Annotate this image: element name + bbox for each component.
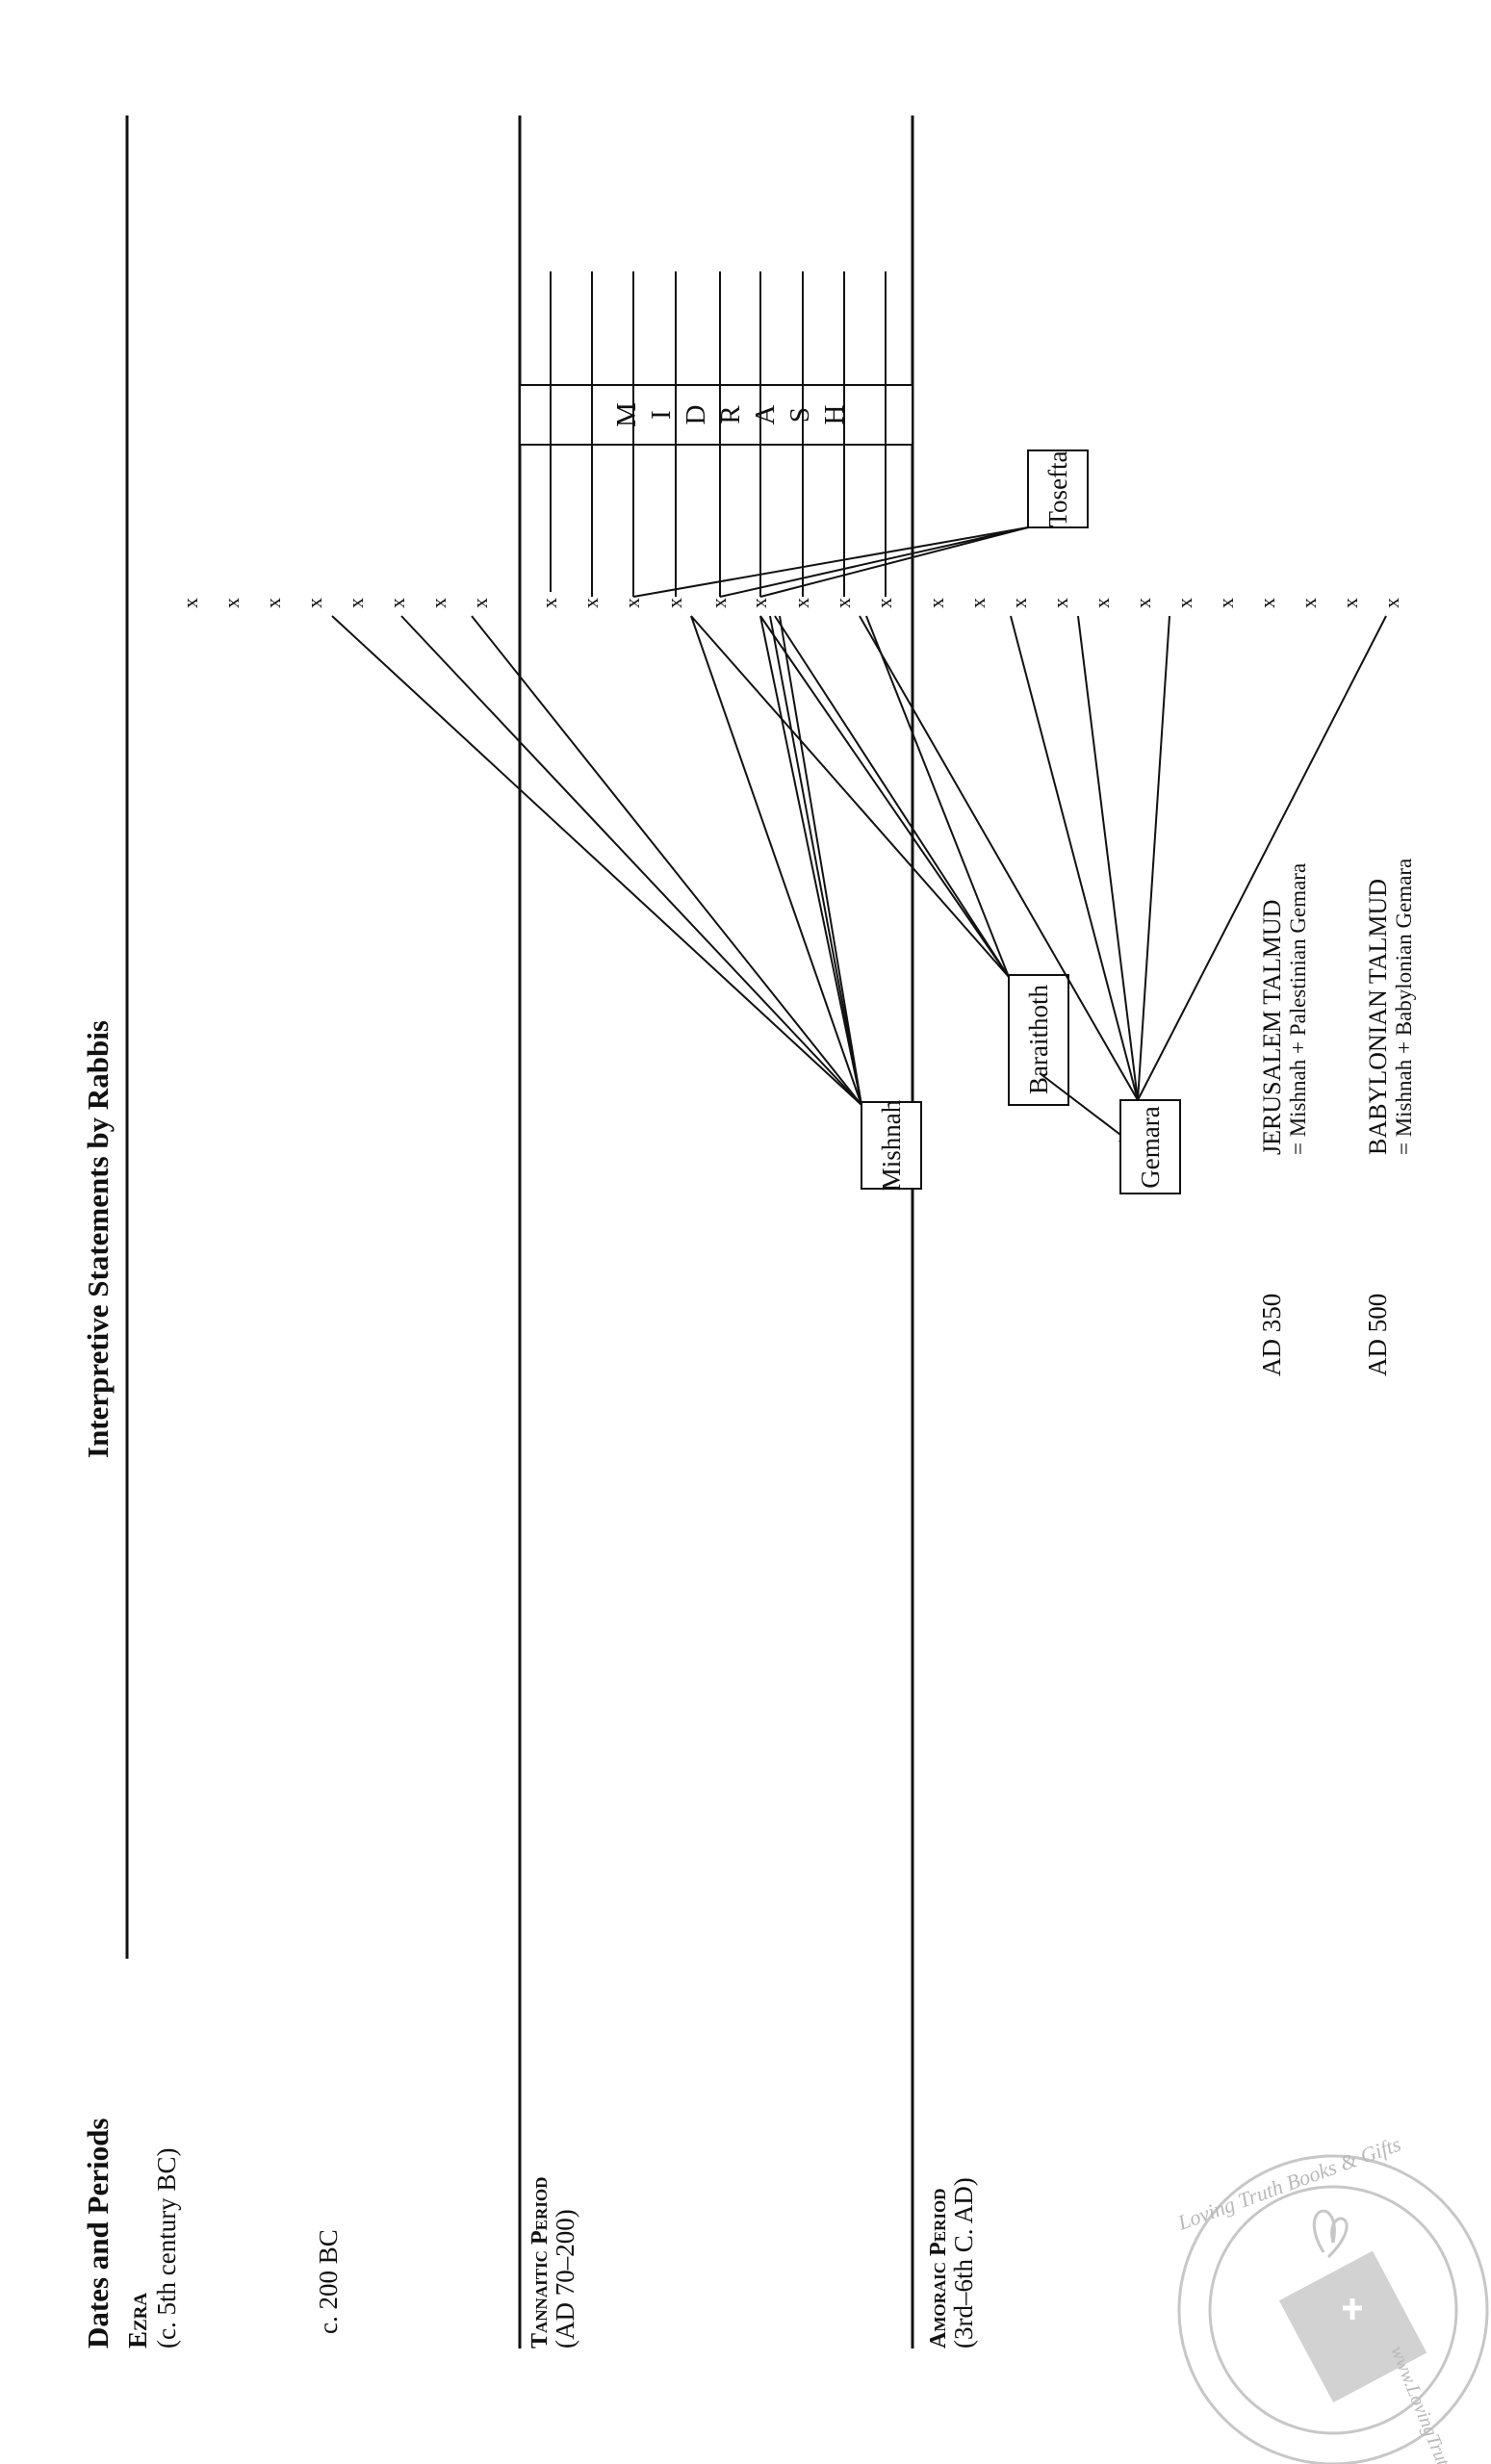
- marker: x: [302, 598, 326, 608]
- tosefta-box: [1027, 449, 1089, 528]
- watermark-text: Loving Truth Books & Gifts: [1173, 2132, 1403, 2235]
- marker: x: [620, 598, 644, 608]
- marker: x: [789, 598, 813, 608]
- tosefta-line-2: [719, 526, 1029, 598]
- watermark-ring-inner: [1208, 2185, 1458, 2435]
- marker: x: [747, 598, 771, 608]
- mishnah-links: [331, 615, 862, 1106]
- ezra-date: (c. 5th century BC): [152, 2148, 181, 2348]
- midrash-letter-s: S: [784, 407, 815, 423]
- jerusalem-talmud-formula: = Mishnah + Palestinian Gemara: [1286, 863, 1310, 1155]
- marker: x: [707, 598, 731, 608]
- tosefta-line-3: [759, 526, 1029, 598]
- babylonian-talmud-title: BABYLONIAN TALMUD: [1364, 879, 1392, 1155]
- marker: x: [537, 598, 561, 608]
- marker: x: [662, 598, 686, 608]
- baraithoth-label: Baraithoth: [1024, 985, 1053, 1094]
- midrash-box: [519, 384, 913, 446]
- tannaitic-label: Tannaitic Period: [527, 2177, 553, 2348]
- babylonian-talmud-formula: = Mishnah + Babylonian Gemara: [1392, 859, 1416, 1155]
- tannaitic-date: (AD 70–200): [551, 2209, 579, 2348]
- midrash-letter-a: A: [750, 404, 781, 424]
- gemara-box: [1119, 1099, 1181, 1194]
- gift-bag-icon: [1278, 2250, 1427, 2403]
- gemara-label: Gemara: [1136, 1106, 1165, 1188]
- marker: x: [1297, 598, 1321, 608]
- marker: x: [831, 598, 855, 608]
- marker: x: [872, 598, 896, 608]
- ad350-label: AD 350: [1257, 1294, 1286, 1376]
- marker: x: [1007, 598, 1031, 608]
- midrash-letter-d: D: [681, 405, 711, 425]
- ezra-markers: x x x x x x x x: [178, 598, 492, 608]
- marker: x: [1338, 598, 1362, 608]
- amoraic-label: Amoraic Period: [926, 2189, 951, 2348]
- ezra-label: Ezra: [123, 2293, 152, 2348]
- marker: x: [344, 598, 368, 608]
- marker: x: [1131, 598, 1155, 608]
- gemara-links: [859, 615, 1387, 1101]
- dates-and-periods-heading: Dates and Periods: [81, 2118, 115, 2348]
- mishnah-label: Mishnah: [877, 1099, 906, 1191]
- tosefta-label: Tosefta: [1043, 450, 1072, 526]
- tosefta-line-1: [632, 526, 1029, 598]
- marker: x: [1214, 598, 1238, 608]
- baraithoth-links: [690, 615, 1010, 978]
- baraithoth-to-gemara-arrow: [1039, 1072, 1129, 1142]
- midrash-letter-r: R: [715, 405, 746, 424]
- ad500-label: AD 500: [1363, 1294, 1392, 1376]
- marker: x: [1048, 598, 1072, 608]
- midrash-letter-i: I: [646, 410, 677, 420]
- midrash-letter-h: H: [819, 404, 850, 424]
- marker: x: [178, 598, 202, 608]
- tannaitic-markers: x x x x x x x x x: [537, 598, 896, 608]
- gift-bow-icon: [1312, 2209, 1349, 2259]
- marker: x: [924, 598, 948, 608]
- midrash-links: [550, 271, 887, 597]
- c200bc-label: c. 200 BC: [314, 2229, 343, 2334]
- marker: x: [385, 598, 409, 608]
- marker: x: [426, 598, 450, 608]
- interpretive-statements-heading: Interpretive Statements by Rabbis: [81, 1020, 115, 1458]
- midrash-letters: M I D R A S H: [611, 402, 850, 427]
- amoraic-date: (3rd–6th C. AD): [949, 2177, 978, 2348]
- marker: x: [1255, 598, 1279, 608]
- midrash-letter-m: M: [611, 402, 642, 427]
- marker: x: [219, 598, 244, 608]
- baraithoth-box: [1008, 974, 1069, 1106]
- marker: x: [578, 598, 603, 608]
- watermark-url: www.LovingTruthBooks.com: [1386, 2343, 1488, 2464]
- watermark-ring-outer: [1177, 2154, 1489, 2464]
- marker: x: [468, 598, 492, 608]
- marker: x: [1379, 598, 1403, 608]
- jerusalem-talmud-title: JERUSALEM TALMUD: [1258, 900, 1286, 1155]
- marker: x: [965, 598, 990, 608]
- cross-icon: [1343, 2298, 1362, 2320]
- watermark-logo: Loving Truth Books & Gifts www.LovingTru…: [1173, 2132, 1489, 2464]
- mishnah-box: [861, 1101, 922, 1190]
- marker: x: [1172, 598, 1196, 608]
- amoraic-markers: x x x x x x x x x x x x: [924, 598, 1403, 608]
- marker: x: [1090, 598, 1114, 608]
- marker: x: [261, 598, 285, 608]
